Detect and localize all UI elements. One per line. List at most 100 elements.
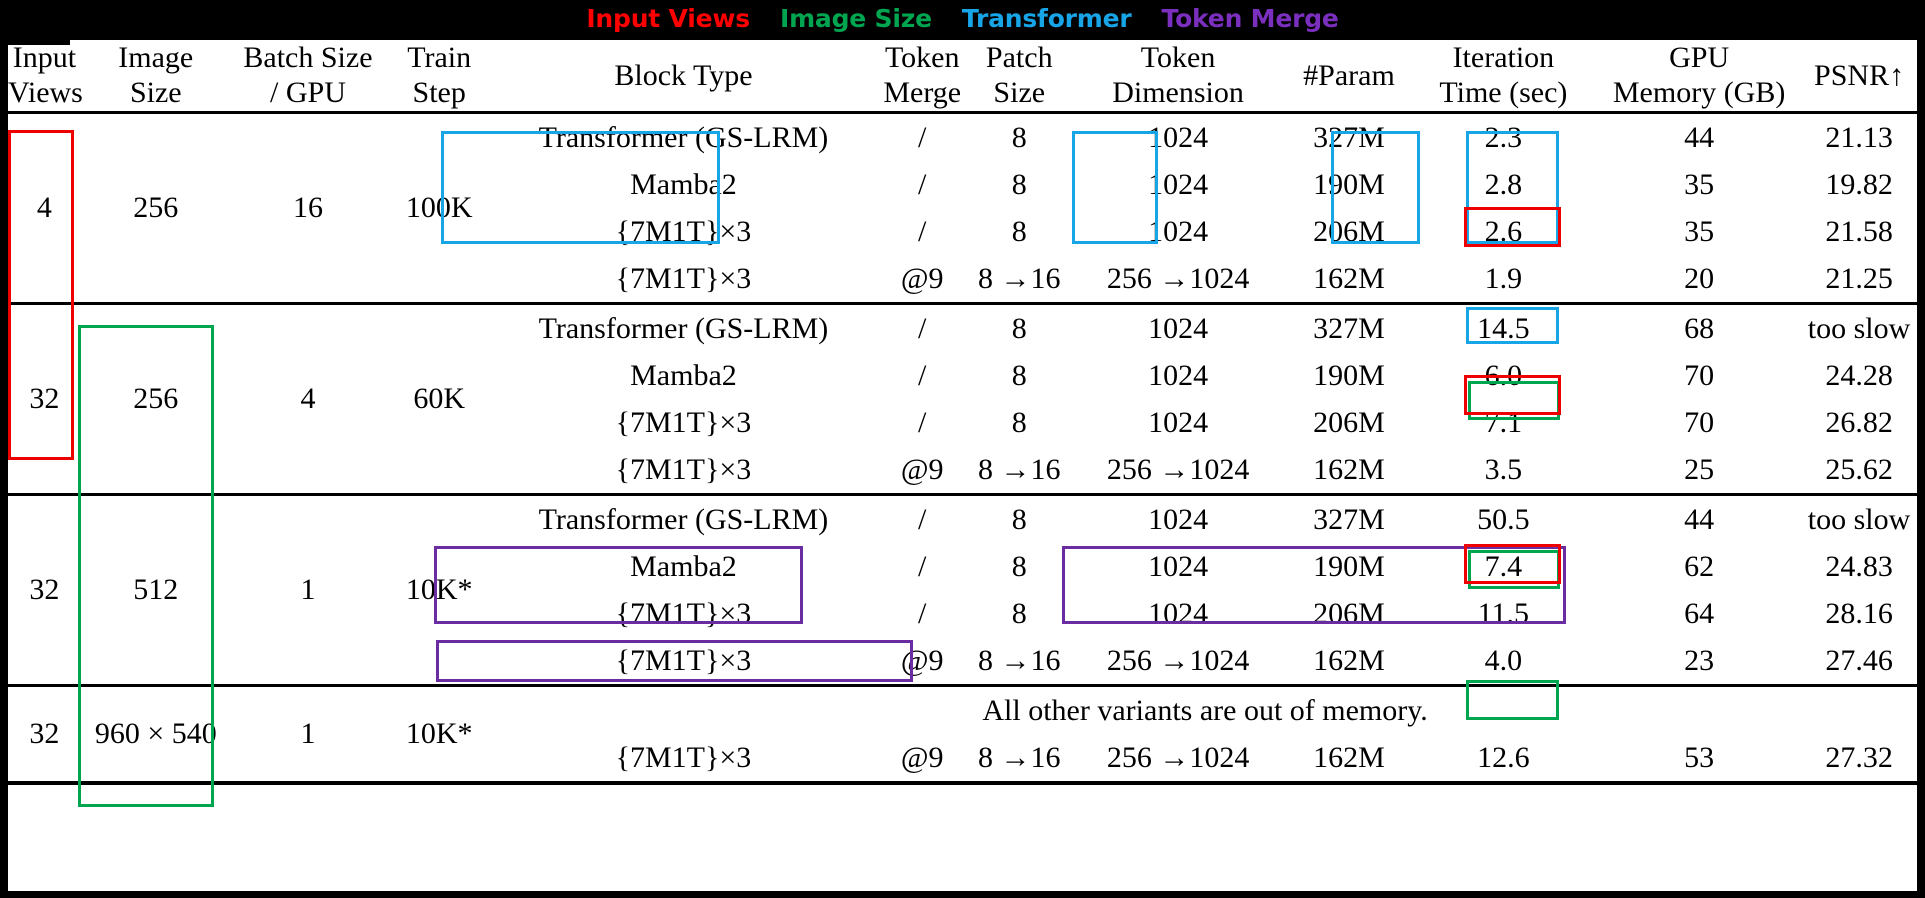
col-header-train-step-l2: Step [412, 76, 466, 110]
col-header-iter-time-l2: Time (sec) [1439, 76, 1568, 110]
cell-patch-size: 8 →16 [978, 452, 1061, 486]
cell-patch-size: 8 [970, 492, 1068, 543]
cell-iteration-time: 14.5 [1409, 301, 1598, 352]
ablation-table: Input Views Image Size Batch Size / GPU … [8, 36, 1917, 787]
cell-block-type: {7M1T}×3 [615, 740, 752, 774]
col-header-iteration-time: Iteration Time (sec) [1410, 40, 1597, 112]
cell-token-dimension: 1024 [1148, 214, 1209, 248]
cell-batch-size: 16 [230, 110, 386, 304]
cell-patch-size: 8 [1011, 549, 1027, 583]
cell-token-dimension: 1024 [1148, 596, 1209, 630]
table-sheet: Input Views Image Size Batch Size / GPU … [8, 36, 1917, 891]
cell-patch-size: 8 [1011, 405, 1027, 439]
cell-token-dimension: 256 →1024 [1106, 261, 1250, 295]
col-header-token-dim-l1: Token [1140, 41, 1216, 74]
cell-patch-size: 8 [970, 110, 1068, 161]
cell-block-type: Transformer (GS-LRM) [493, 492, 874, 543]
cell-gpu-memory: 70 [1684, 358, 1715, 392]
cell-iteration-time: 7.1 [1484, 405, 1523, 439]
col-header-param: #Param [1303, 58, 1395, 92]
cell-patch-size: 8 →16 [978, 740, 1061, 774]
table-head: Input Views Image Size Batch Size / GPU … [8, 36, 1917, 112]
cell-block-type: {7M1T}×3 [615, 261, 752, 295]
cell-token-dimension: 256 →1024 [1106, 452, 1250, 486]
cell-psnr: 27.32 [1825, 740, 1893, 774]
cell-token-merge: @9 [900, 452, 944, 486]
cell-gpu-memory: 35 [1684, 214, 1715, 248]
bottom-rule [8, 780, 1917, 787]
cell-token-dimension: 256 →1024 [1106, 643, 1250, 677]
col-header-token-dim-l2: Dimension [1112, 76, 1244, 110]
cell-block-type: {7M1T}×3 [615, 452, 752, 486]
cell-block-type: Transformer (GS-LRM) [493, 301, 874, 352]
cell-patch-size: 8 [1011, 167, 1027, 201]
col-header-batch-size-l1: Batch Size [243, 41, 373, 74]
col-header-image-size-l1: Image [118, 41, 194, 74]
col-header-input-views: Input Views [8, 40, 83, 112]
cell-token-dimension: 256 →1024 [1106, 740, 1250, 774]
legend-item-input-views: Input Views [586, 3, 750, 33]
cell-iteration-time: 2.8 [1484, 167, 1523, 201]
cell-iteration-time: 6.0 [1484, 358, 1523, 392]
cell-patch-size: 8 →16 [978, 643, 1061, 677]
cell-iteration-time: 11.5 [1477, 596, 1530, 630]
cell-param: 206M [1313, 596, 1385, 630]
cell-train-step: 10K* [385, 683, 494, 783]
cell-token-dimension: 1024 [1067, 492, 1289, 543]
cell-param: 162M [1313, 740, 1385, 774]
col-header-patch-size-l1: Patch [985, 41, 1053, 74]
cell-block-type: Mamba2 [630, 167, 737, 201]
col-header-image-size-l2: Size [129, 76, 182, 110]
cell-iteration-time: 12.6 [1477, 740, 1530, 774]
cell-gpu-memory: 44 [1597, 110, 1802, 161]
cell-gpu-memory: 44 [1597, 492, 1802, 543]
cell-input-views: 32 [8, 683, 81, 783]
cell-param: 327M [1288, 301, 1410, 352]
legend-item-token-merge: Token Merge [1161, 3, 1339, 33]
cell-token-merge: @9 [900, 261, 944, 295]
cell-token-merge: / [918, 405, 927, 439]
header-row: Input Views Image Size Batch Size / GPU … [8, 40, 1917, 112]
cell-gpu-memory: 53 [1684, 740, 1715, 774]
cell-token-merge: / [873, 110, 971, 161]
cell-input-views: 4 [8, 110, 81, 304]
cell-batch-size: 1 [230, 492, 386, 686]
cell-psnr: too slow [1801, 301, 1917, 352]
cell-psnr: 24.83 [1825, 549, 1893, 583]
col-header-token-merge-l2: Merge [883, 76, 962, 110]
cell-psnr: 28.16 [1825, 596, 1893, 630]
cell-gpu-memory: 70 [1684, 405, 1715, 439]
cell-image-size: 256 [80, 110, 231, 304]
cell-param: 190M [1313, 167, 1385, 201]
bottom-rule-row [8, 780, 1917, 787]
cell-block-type: {7M1T}×3 [615, 596, 752, 630]
col-header-gpu-memory: GPU Memory (GB) [1597, 40, 1801, 112]
cell-block-type: Transformer (GS-LRM) [493, 110, 874, 161]
cell-patch-size: 8 [970, 301, 1068, 352]
col-header-train-step-l1: Train [407, 41, 472, 74]
cell-gpu-memory: 35 [1684, 167, 1715, 201]
cell-input-views: 32 [8, 301, 81, 495]
cell-token-dimension: 1024 [1148, 405, 1209, 439]
col-header-patch-size-l2: Size [993, 76, 1046, 110]
cell-param: 206M [1313, 405, 1385, 439]
cell-image-size: 960 × 540 [80, 683, 231, 783]
cell-psnr: 21.58 [1825, 214, 1893, 248]
cell-token-dimension: 1024 [1067, 301, 1289, 352]
cell-iteration-time: 50.5 [1409, 492, 1598, 543]
cell-param: 162M [1313, 643, 1385, 677]
cell-psnr: 21.25 [1825, 261, 1893, 295]
col-header-patch-size: Patch Size [971, 40, 1068, 112]
cell-block-type: {7M1T}×3 [615, 405, 752, 439]
decorative-sliver [8, 36, 70, 45]
